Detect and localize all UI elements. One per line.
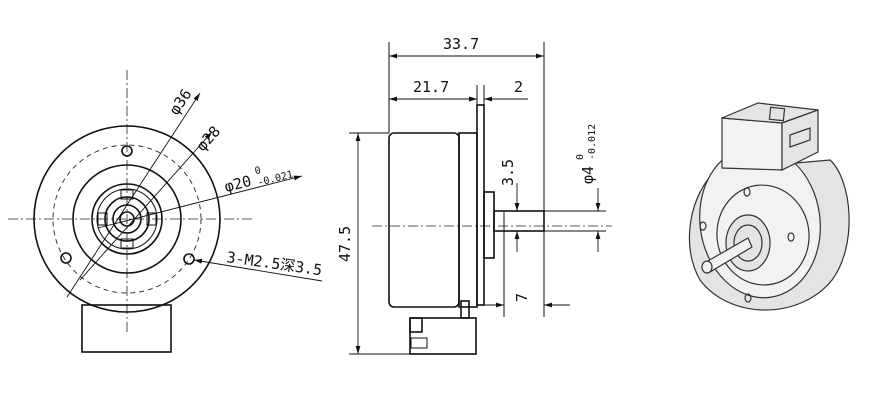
svg-text:φ4: φ4: [579, 166, 597, 184]
front-view: φ36 φ28 φ20 0 -0.021 3-M2.5深3.5: [8, 70, 323, 353]
side-main-body: [388, 132, 460, 308]
iso-connector-side: [781, 109, 819, 171]
side-boss: [483, 191, 495, 259]
leader-dia-20: [97, 175, 303, 229]
label-dia-20: φ20 0 -0.021: [223, 165, 295, 196]
label-shaft-dia: φ4 0 -0.012: [575, 124, 598, 184]
label-mounting-holes: 3-M2.5深3.5: [225, 248, 323, 279]
label-height: 47.5: [336, 226, 354, 262]
front-connector-housing: [81, 304, 172, 353]
side-connector-pin: [410, 337, 428, 349]
inner-ring-circle: [72, 164, 182, 274]
iso-mount-hole-4: [744, 293, 752, 303]
iso-hub: [733, 224, 763, 262]
iso-connector-latch: [768, 106, 786, 122]
hub-notch-bottom: [120, 238, 134, 249]
side-rear-plate: [458, 132, 478, 308]
hub-notch-top: [120, 189, 134, 200]
side-connector-latch: [409, 317, 423, 333]
label-dia-28: φ28: [193, 122, 225, 154]
label-flat-depth: 3.5: [499, 159, 517, 186]
leader-dia-28: [79, 131, 213, 281]
svg-text:-0.012: -0.012: [587, 124, 598, 160]
isometric-view: [688, 102, 850, 311]
label-shaft-length: 7: [513, 293, 531, 302]
svg-text:0: 0: [254, 165, 263, 177]
outer-housing-circle: [33, 125, 221, 313]
side-connector: [409, 317, 477, 355]
iso-connector-slot: [789, 127, 811, 148]
side-flange: [476, 104, 485, 306]
mounting-hole-right: [183, 253, 195, 265]
svg-text:φ20: φ20: [223, 172, 254, 196]
pilot-boss-circle: [91, 183, 163, 255]
pilot-inner-circle: [96, 188, 158, 250]
leader-dia-36: [66, 92, 201, 298]
leader-mounting-holes: [193, 258, 323, 282]
iso-mount-hole-1: [743, 187, 751, 197]
label-dia-36: φ36: [165, 86, 195, 119]
hub-notch-left: [97, 212, 108, 226]
iso-inner-ring: [716, 184, 810, 286]
side-shaft: [493, 210, 545, 232]
mounting-hole-top: [121, 145, 133, 157]
mounting-hole-left: [60, 252, 72, 264]
svg-text:-0.021: -0.021: [257, 169, 295, 188]
svg-text:0: 0: [575, 154, 586, 160]
hub-circle: [104, 196, 150, 242]
side-connector-neck: [460, 300, 470, 319]
label-body-length: 21.7: [413, 78, 449, 96]
iso-shaft-end: [701, 260, 713, 274]
bolt-circle: [52, 144, 202, 294]
hub-notch-right: [146, 212, 157, 226]
label-flange-thickness: 2: [514, 78, 523, 96]
iso-mount-hole-3: [787, 232, 795, 242]
iso-mount-hole-2: [699, 221, 707, 231]
iso-connector-front: [721, 117, 783, 171]
side-view: 33.7 21.7 2 47.5 3.5 7 φ4 0 -0.012: [336, 35, 612, 355]
label-overall-length: 33.7: [443, 35, 479, 53]
